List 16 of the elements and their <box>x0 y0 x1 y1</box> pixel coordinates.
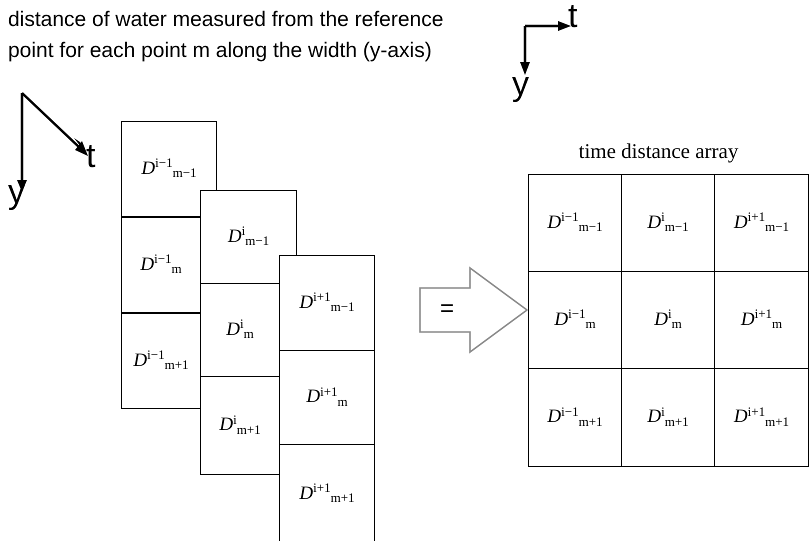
axis-label: y <box>512 64 529 104</box>
data-cell <box>529 272 622 369</box>
data-cell <box>622 272 715 369</box>
data-cell <box>279 444 375 541</box>
data-cell <box>622 175 715 272</box>
data-cell <box>121 313 201 409</box>
data-cell <box>279 255 375 351</box>
data-cell <box>121 217 201 313</box>
array-title: time distance array <box>578 138 738 165</box>
axis-label: t <box>86 136 96 176</box>
axis-label: t <box>568 0 578 36</box>
description-text: distance of water measured from the reference point for each point m along the width (y-axis) <box>8 7 444 64</box>
data-cell <box>529 175 622 272</box>
edge-label: = <box>440 294 454 324</box>
block-arrow <box>419 266 528 354</box>
data-cell <box>121 121 217 217</box>
